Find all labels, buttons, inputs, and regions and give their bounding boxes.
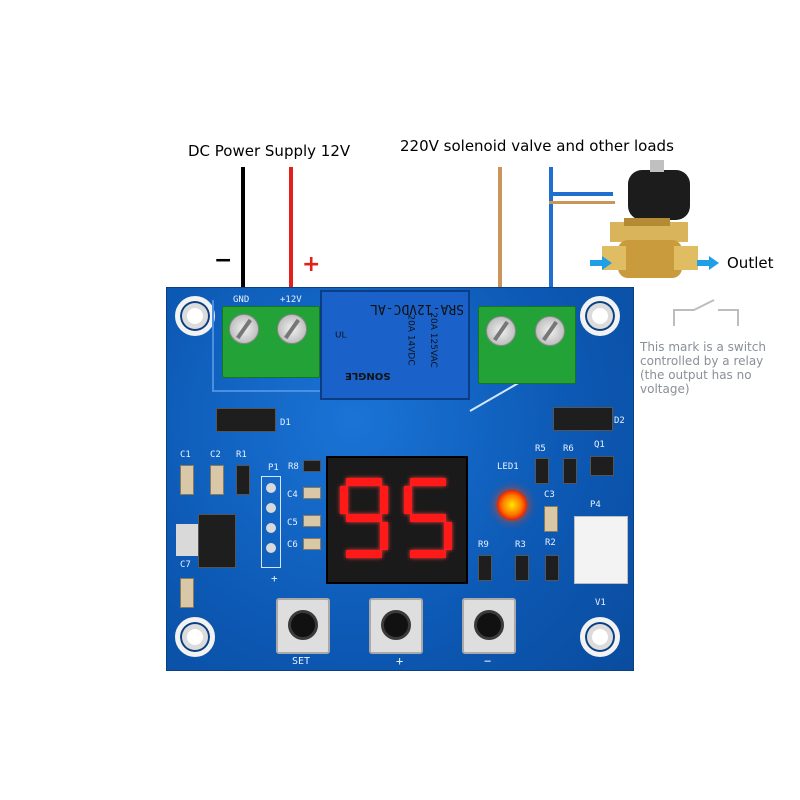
capacitor-c4 <box>303 487 321 499</box>
gnd-label: GND <box>233 295 250 305</box>
relay-model: SRA-12VDC-AL <box>370 301 464 316</box>
plus-sign: + <box>302 252 321 277</box>
negative-wire <box>241 167 245 307</box>
relay-note: This mark is a switch controlled by a re… <box>640 340 766 396</box>
diode-d2 <box>553 407 613 431</box>
minus-button[interactable] <box>462 598 516 654</box>
capacitor-c3 <box>544 506 558 532</box>
v12-label: +12V <box>280 295 302 305</box>
capacitor-c5 <box>303 515 321 527</box>
c5-label: C5 <box>287 518 298 528</box>
plus-button-cap[interactable] <box>381 610 411 640</box>
solenoid-valve-icon <box>590 152 710 282</box>
r6-label: R6 <box>563 444 574 454</box>
status-led <box>497 490 527 520</box>
set-button[interactable] <box>276 598 330 654</box>
r8-label: R8 <box>288 462 299 472</box>
trace <box>212 390 322 392</box>
header-p1 <box>261 476 281 568</box>
c6-label: C6 <box>287 540 298 550</box>
voltage-regulator <box>198 514 236 568</box>
resistor-r1 <box>236 465 250 495</box>
led1-label: LED1 <box>497 462 519 472</box>
relay-rating-1: 20A 14VDC <box>405 314 416 366</box>
terminal-screw[interactable] <box>486 316 516 346</box>
r1-label: R1 <box>236 450 247 460</box>
ul-mark-icon: ᵁᴸ <box>335 330 347 346</box>
relay-rating-2: 20A 125VAC <box>427 312 438 368</box>
resistor-r3 <box>515 555 529 581</box>
c2-label: C2 <box>210 450 221 460</box>
minus-button-cap[interactable] <box>474 610 504 640</box>
header-plus-label: + <box>271 572 278 585</box>
seven-segment-display: 95 <box>326 456 468 584</box>
set-label: SET <box>292 656 311 667</box>
plus-button[interactable] <box>369 598 423 654</box>
d1-label: D1 <box>280 418 291 428</box>
minus-sign: − <box>214 248 233 273</box>
capacitor-c7 <box>180 578 194 608</box>
p4-label: P4 <box>590 500 601 510</box>
q1-label: Q1 <box>594 440 605 450</box>
mounting-hole-top-left <box>175 296 215 336</box>
connector-p4 <box>574 516 628 584</box>
mounting-hole-bottom-right <box>580 617 620 657</box>
inlet-arrow-icon <box>590 255 612 270</box>
set-button-cap[interactable] <box>288 610 318 640</box>
regulator-tab <box>176 524 198 556</box>
outlet-arrow-icon <box>697 255 719 270</box>
resistor-r6 <box>563 458 577 484</box>
load-wire-blue-vertical <box>549 167 553 307</box>
r5-label: R5 <box>535 444 546 454</box>
c1-label: C1 <box>180 450 191 460</box>
transistor-q1 <box>590 456 614 476</box>
capacitor-c1 <box>180 465 194 495</box>
relay <box>320 290 470 400</box>
relay-switch-symbol-icon <box>672 296 742 330</box>
plus-label: + <box>396 654 404 668</box>
load-wire-brown <box>498 167 502 307</box>
mounting-hole-top-right <box>580 296 620 336</box>
p1-label: P1 <box>268 463 279 473</box>
relay-brand: SONGLE <box>345 370 391 381</box>
mounting-hole-bottom-left <box>175 617 215 657</box>
r9-label: R9 <box>478 540 489 550</box>
capacitor-c6 <box>303 538 321 550</box>
load-label: 220V solenoid valve and other loads <box>400 137 674 155</box>
load-wire-brown-horizontal <box>549 201 615 204</box>
terminal-screw[interactable] <box>277 314 307 344</box>
v1-label: V1 <box>595 598 606 608</box>
r3-label: R3 <box>515 540 526 550</box>
trace <box>212 300 214 390</box>
d2-label: D2 <box>614 416 625 426</box>
terminal-screw[interactable] <box>535 316 565 346</box>
resistor-r5 <box>535 458 549 484</box>
minus-label: − <box>484 654 492 668</box>
positive-wire <box>289 167 293 307</box>
resistor-r2 <box>545 555 559 581</box>
dc-power-label: DC Power Supply 12V <box>188 142 351 160</box>
c4-label: C4 <box>287 490 298 500</box>
capacitor-c2 <box>210 465 224 495</box>
outlet-label: Outlet <box>727 254 774 272</box>
resistor-r9 <box>478 555 492 581</box>
load-wire-blue-horizontal <box>549 192 613 196</box>
diode-d1 <box>216 408 276 432</box>
c3-label: C3 <box>544 490 555 500</box>
terminal-screw[interactable] <box>229 314 259 344</box>
r2-label: R2 <box>545 538 556 548</box>
resistor-r8 <box>303 460 321 472</box>
c7-label: C7 <box>180 560 191 570</box>
